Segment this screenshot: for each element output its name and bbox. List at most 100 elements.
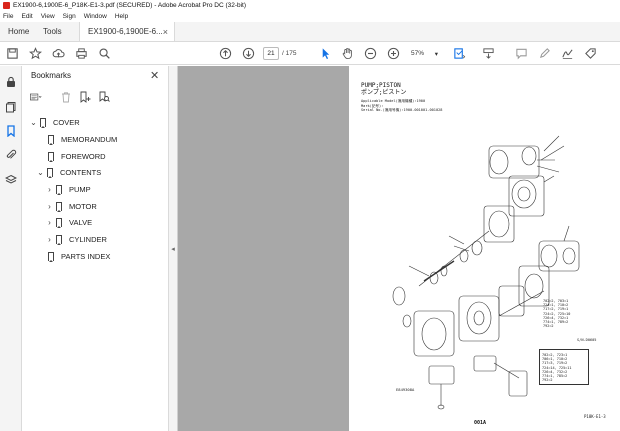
zoom-out-icon[interactable] bbox=[363, 46, 378, 61]
scroll-mode-icon[interactable] bbox=[481, 46, 496, 61]
bookmark-flag-icon bbox=[47, 167, 53, 178]
bookmark-flag-icon bbox=[48, 151, 54, 162]
bookmark-flag-icon bbox=[56, 184, 62, 195]
zoom-level-value: 57% bbox=[411, 50, 425, 57]
chevron-right-icon[interactable]: › bbox=[48, 234, 51, 244]
pdf-page: PUMP;PISTON ポンプ;ピストン Applicable Model(適用… bbox=[349, 66, 620, 431]
upload-cloud-icon[interactable] bbox=[51, 46, 66, 61]
bookmark-flag-icon bbox=[56, 201, 62, 212]
bookmark-flag-icon bbox=[48, 134, 54, 145]
bookmark-label: PUMP bbox=[69, 184, 91, 194]
chevron-right-icon[interactable]: › bbox=[48, 201, 51, 211]
fit-page-icon[interactable] bbox=[452, 46, 467, 61]
page-code-label: P18K-E1-3 bbox=[584, 414, 606, 419]
bookmark-flag-icon bbox=[56, 217, 62, 228]
bookmark-label: COVER bbox=[53, 117, 80, 127]
chevron-down-icon[interactable]: ⌄ bbox=[30, 117, 37, 127]
highlight-pen-icon[interactable] bbox=[537, 46, 552, 61]
page-thumbnails-icon[interactable] bbox=[5, 101, 17, 113]
bookmark-item-memorandum[interactable]: MEMORANDUM bbox=[48, 132, 117, 146]
comment-icon[interactable] bbox=[514, 46, 529, 61]
bookmark-icon[interactable] bbox=[5, 125, 17, 138]
sign-icon[interactable] bbox=[560, 46, 575, 61]
save-icon[interactable] bbox=[5, 46, 20, 61]
main-toolbar: 21 / 175 57% ▾ bbox=[0, 42, 620, 65]
page-meta: Applicable Model(適用機種):1900 Mark(記号): Se… bbox=[361, 99, 443, 112]
menu-help[interactable]: Help bbox=[114, 13, 129, 20]
page-title-jp: ポンプ;ピストン bbox=[361, 89, 407, 96]
hand-tool-icon[interactable] bbox=[340, 46, 355, 61]
page-number-input[interactable]: 21 bbox=[263, 47, 279, 60]
bookmark-flag-icon bbox=[48, 251, 54, 262]
layers-icon[interactable] bbox=[4, 174, 18, 186]
page-title-en: PUMP;PISTON bbox=[361, 82, 401, 89]
bookmark-flag-icon bbox=[40, 117, 46, 128]
document-viewport[interactable]: PUMP;PISTON ポンプ;ピストン Applicable Model(適用… bbox=[178, 66, 620, 431]
previous-page-icon[interactable] bbox=[218, 46, 233, 61]
bookmark-item-motor[interactable]: › MOTOR bbox=[46, 199, 97, 213]
chevron-down-icon: ▾ bbox=[434, 50, 438, 58]
next-page-icon[interactable] bbox=[241, 46, 256, 61]
acrobat-app-icon bbox=[3, 2, 10, 9]
new-bookmark-icon[interactable] bbox=[79, 91, 91, 103]
bookmarks-toolbar bbox=[30, 90, 160, 106]
bookmark-item-contents[interactable]: ⌄ CONTENTS bbox=[37, 165, 101, 179]
star-icon[interactable] bbox=[28, 46, 43, 61]
bookmark-label: PARTS INDEX bbox=[61, 251, 111, 261]
delete-bookmark-icon[interactable] bbox=[60, 91, 72, 103]
chevron-right-icon[interactable]: › bbox=[48, 217, 51, 227]
close-icon[interactable]: ✕ bbox=[150, 70, 160, 82]
menu-window[interactable]: Window bbox=[83, 13, 107, 20]
tab-document[interactable]: EX1900-6,1900E-6... × bbox=[79, 22, 175, 41]
quantity-table-bottom-frame bbox=[539, 349, 589, 385]
tab-bar: Home Tools EX1900-6,1900E-6... × bbox=[0, 22, 620, 42]
quantity-table-bottom: 702=2, 723=1 706=1, 710=2 717=3, 719=2 7… bbox=[542, 353, 572, 383]
serial-range-label: S/N-D0605 bbox=[577, 338, 597, 342]
search-icon[interactable] bbox=[97, 46, 112, 61]
bookmark-item-parts-index[interactable]: PARTS INDEX bbox=[48, 249, 110, 263]
chevron-down-icon[interactable]: ⌄ bbox=[37, 167, 44, 177]
quantity-table-top: 702=2, 703=1 724=1, 710=2 717=2, 719=1 7… bbox=[543, 299, 571, 329]
collapse-panel-icon[interactable]: ◂ bbox=[171, 245, 175, 253]
bookmark-label: CONTENTS bbox=[60, 167, 102, 177]
exploded-parts-diagram bbox=[392, 135, 580, 410]
page-total: / 175 bbox=[282, 50, 297, 57]
bookmark-label: VALVE bbox=[69, 217, 93, 227]
menu-view[interactable]: View bbox=[40, 13, 55, 20]
bookmark-options-icon[interactable] bbox=[30, 91, 46, 103]
bookmark-label: FOREWORD bbox=[61, 151, 106, 161]
tab-tools[interactable]: Tools bbox=[43, 27, 62, 36]
attachment-icon[interactable] bbox=[5, 149, 17, 161]
bookmark-label: CYLINDER bbox=[69, 234, 107, 244]
menu-bar: File Edit View Sign Window Help bbox=[0, 11, 620, 22]
menu-edit[interactable]: Edit bbox=[21, 13, 33, 20]
tab-close-icon[interactable]: × bbox=[162, 26, 168, 37]
bookmark-item-pump[interactable]: › PUMP bbox=[46, 182, 91, 196]
lock-icon[interactable] bbox=[5, 76, 17, 88]
bookmark-item-cover[interactable]: ⌄ COVER bbox=[30, 115, 80, 129]
zoom-level-select[interactable]: 57% ▾ bbox=[408, 47, 441, 60]
print-icon[interactable] bbox=[74, 46, 89, 61]
bookmark-item-foreword[interactable]: FOREWORD bbox=[48, 149, 106, 163]
page-number-label: 001A bbox=[474, 420, 487, 426]
find-bookmark-icon[interactable] bbox=[98, 91, 110, 103]
window-title: EX1900-6,1900E-6_P18K-E1-3.pdf (SECURED)… bbox=[13, 2, 247, 9]
drawing-reference-code: E849308A bbox=[396, 387, 415, 392]
bookmark-item-valve[interactable]: › VALVE bbox=[46, 215, 92, 229]
navigation-rail bbox=[0, 66, 22, 431]
window-titlebar: EX1900-6,1900E-6_P18K-E1-3.pdf (SECURED)… bbox=[0, 0, 620, 11]
tag-icon[interactable] bbox=[583, 46, 598, 61]
tab-home[interactable]: Home bbox=[8, 27, 30, 36]
menu-file[interactable]: File bbox=[3, 13, 14, 20]
bookmark-label: MEMORANDUM bbox=[61, 134, 118, 144]
select-cursor-icon[interactable] bbox=[318, 46, 333, 61]
zoom-in-icon[interactable] bbox=[386, 46, 401, 61]
bookmark-item-cylinder[interactable]: › CYLINDER bbox=[46, 232, 107, 246]
tab-document-label: EX1900-6,1900E-6... bbox=[88, 27, 163, 36]
bookmark-label: MOTOR bbox=[69, 201, 97, 211]
chevron-right-icon[interactable]: › bbox=[48, 184, 51, 194]
panel-splitter[interactable]: ◂ bbox=[169, 66, 178, 431]
bookmarks-panel: Bookmarks ✕ ⌄ COVER MEMORANDUM FOREWORD … bbox=[22, 66, 169, 431]
page-title: PUMP;PISTON ポンプ;ピストン bbox=[361, 82, 406, 96]
menu-sign[interactable]: Sign bbox=[62, 13, 76, 20]
